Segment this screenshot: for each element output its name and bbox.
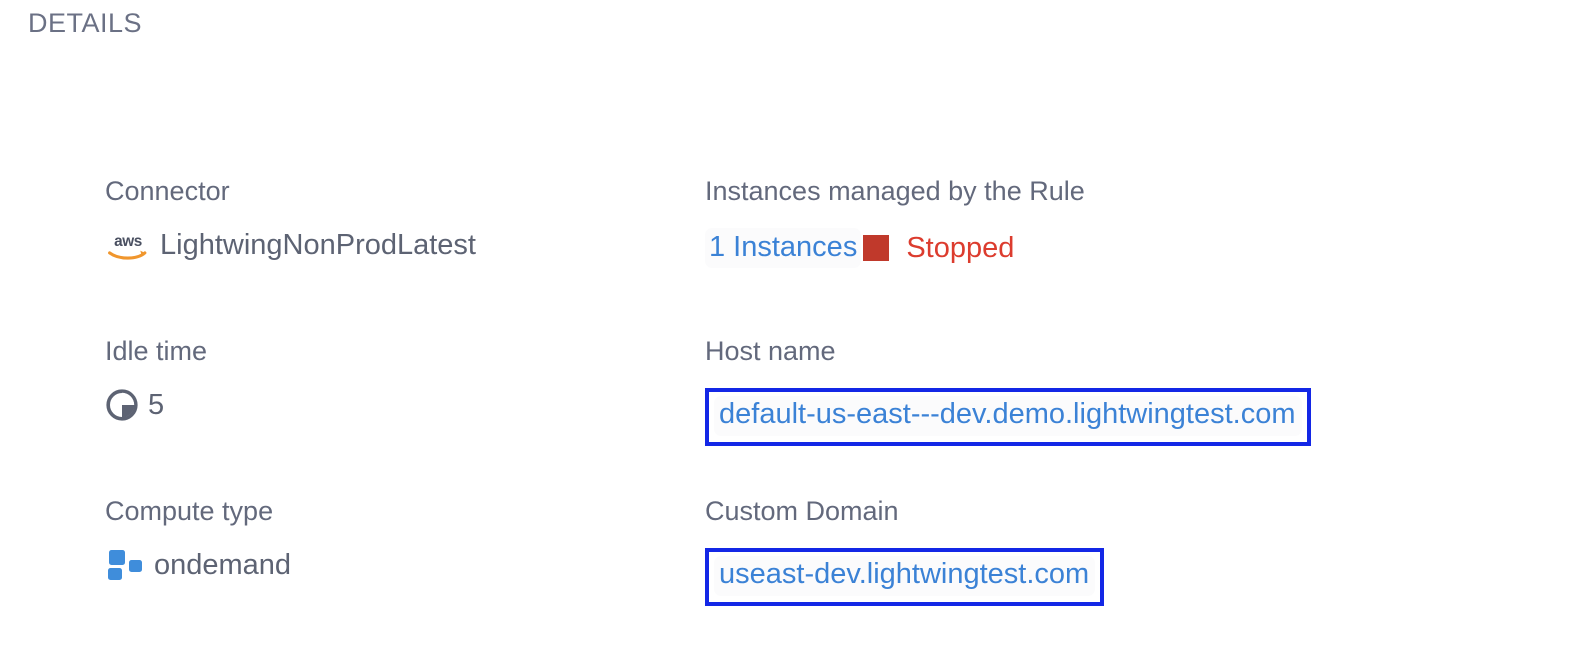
- field-host-name: Host name default-us-east---dev.demo.lig…: [705, 338, 1575, 498]
- host-name-label: Host name: [705, 336, 836, 366]
- compute-blocks-icon: [105, 548, 145, 582]
- host-name-value-row: default-us-east---dev.demo.lightwingtest…: [705, 388, 1575, 446]
- connector-label: Connector: [105, 176, 230, 206]
- page-title: DETAILS: [28, 8, 143, 38]
- field-idle-time: Idle time 5: [105, 338, 705, 498]
- idle-time-label: Idle time: [105, 336, 208, 366]
- aws-logo-icon: aws: [105, 229, 151, 263]
- clock-icon: [105, 388, 139, 422]
- details-row: Connector aws LightwingNonProdLatest Ins…: [105, 178, 1575, 338]
- instances-count-link[interactable]: 1 Instances: [709, 231, 858, 263]
- compute-type-value-row: ondemand: [105, 548, 705, 582]
- field-custom-domain: Custom Domain useast-dev.lightwingtest.c…: [705, 498, 1575, 658]
- field-connector: Connector aws LightwingNonProdLatest: [105, 178, 705, 338]
- details-row: Idle time 5 Host name: [105, 338, 1575, 498]
- stopped-square-icon: [863, 235, 890, 261]
- custom-domain-highlight: useast-dev.lightwingtest.com: [705, 548, 1105, 606]
- custom-domain-label: Custom Domain: [705, 496, 899, 526]
- compute-type-value: ondemand: [154, 548, 292, 581]
- details-row: Compute type ondemand Custom Domain: [105, 498, 1575, 658]
- idle-time-value-row: 5: [105, 388, 705, 422]
- status-badge: Stopped: [906, 231, 1015, 264]
- host-name-highlight: default-us-east---dev.demo.lightwingtest…: [705, 388, 1311, 446]
- connector-value-row: aws LightwingNonProdLatest: [105, 228, 705, 262]
- field-compute-type: Compute type ondemand: [105, 498, 705, 658]
- compute-type-label: Compute type: [105, 496, 274, 526]
- instances-label: Instances managed by the Rule: [705, 176, 1085, 206]
- instances-value-row: 1 Instances Stopped: [705, 228, 1575, 268]
- connector-name: LightwingNonProdLatest: [160, 228, 476, 261]
- svg-text:aws: aws: [114, 233, 142, 250]
- host-name-link[interactable]: default-us-east---dev.demo.lightwingtest…: [719, 398, 1296, 430]
- details-grid: Connector aws LightwingNonProdLatest Ins…: [105, 178, 1575, 658]
- idle-time-value: 5: [148, 388, 165, 421]
- custom-domain-value-row: useast-dev.lightwingtest.com: [705, 548, 1575, 606]
- details-panel: DETAILS Connector aws LightwingNonProdLa…: [28, 8, 1311, 606]
- custom-domain-link[interactable]: useast-dev.lightwingtest.com: [719, 558, 1090, 590]
- field-instances: Instances managed by the Rule 1 Instance…: [705, 178, 1575, 338]
